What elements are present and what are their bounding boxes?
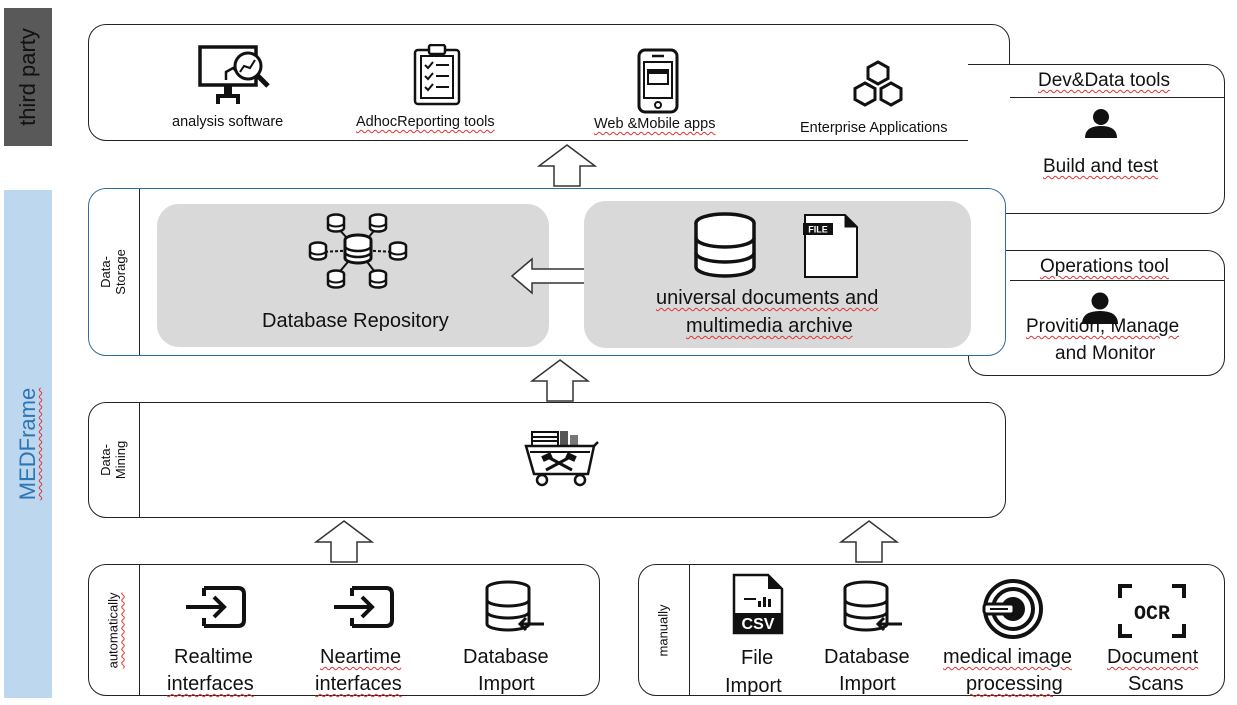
database-icon — [694, 212, 756, 278]
person-icon — [1082, 292, 1118, 324]
enterprise-applications-text: Enterprise Applications — [800, 120, 948, 136]
neartime-label-line1-text: Neartime — [320, 646, 402, 668]
up-arrow-manual — [838, 520, 900, 563]
manually-label-text: manually — [655, 603, 671, 657]
document-scans-line1-text: Document — [1107, 646, 1199, 668]
file-icon: FILE — [803, 214, 858, 278]
medical-image-line2-text: processing — [966, 673, 1063, 695]
data-storage-label-line1: Data- — [98, 256, 114, 288]
adhoc-reporting-text: AdhocReporting tools — [356, 114, 495, 130]
build-test-label: Build and test — [1043, 156, 1158, 178]
medical-image-line1: medical image — [943, 645, 1072, 669]
automatically-label-text: automatically — [105, 592, 121, 668]
csv-file-icon: CSV — [732, 573, 784, 635]
person-icon — [1085, 109, 1117, 138]
database-repository-panel — [157, 204, 549, 347]
archive-label-line1: universal documents and — [656, 286, 878, 310]
third-party-box — [88, 24, 1010, 141]
document-scans-line1: Document — [1107, 645, 1198, 669]
smartphone-icon — [637, 48, 679, 114]
file-import-line1: File — [741, 647, 774, 669]
up-arrow-automatic — [313, 520, 375, 563]
medframe-label: MEDFrame — [15, 387, 41, 501]
medical-scan-icon — [982, 579, 1043, 639]
data-mining-label-line1: Data- — [98, 444, 114, 476]
operations-tool-header-line — [1010, 280, 1225, 281]
build-test-text: Build and test — [1043, 156, 1159, 177]
database-import-auto-line2: Import — [478, 673, 535, 695]
database-import-icon — [485, 580, 544, 632]
data-storage-label-line2: Storage — [112, 249, 128, 295]
data-mining-label-line2: Mining — [112, 440, 128, 480]
mining-cart-icon — [524, 431, 599, 487]
neartime-label-line2: interfaces — [315, 672, 402, 696]
database-import-manual-line1: Database — [824, 646, 910, 668]
data-mining-label: Data-Mining — [89, 403, 139, 517]
archive-label-line2: multimedia archive — [686, 314, 853, 338]
automatically-label: automatically — [89, 565, 139, 695]
dev-data-tools-box — [968, 64, 1225, 214]
database-repository-label: Database Repository — [262, 310, 449, 332]
import-arrow-icon — [186, 586, 246, 628]
archive-label-line2-text: multimedia archive — [686, 315, 853, 337]
realtime-label-line2: interfaces — [167, 672, 254, 696]
web-mobile-text: Web &Mobile apps — [594, 116, 716, 132]
web-mobile-label: Web &Mobile apps — [594, 116, 715, 132]
database-import-icon — [843, 580, 902, 632]
monitor-label: and Monitor — [1055, 343, 1156, 364]
data-mining-box — [88, 402, 1006, 518]
medical-image-line1-text: medical image — [943, 646, 1072, 668]
medical-image-line2: processing — [966, 672, 1063, 696]
ocr-badge-text: OCR — [1134, 603, 1170, 626]
third-party-bar: third party — [4, 8, 52, 146]
archive-label-line1-text: universal documents and — [656, 287, 879, 309]
database-network-icon — [308, 213, 408, 289]
data-mining-divider — [139, 403, 140, 517]
adhoc-reporting-label: AdhocReporting tools — [356, 114, 495, 130]
operations-tool-title-text: Operations tool — [1040, 256, 1169, 277]
up-arrow-top — [536, 144, 598, 187]
database-import-manual-line2: Import — [839, 673, 896, 695]
up-arrow-middle — [529, 359, 591, 402]
file-import-line2: Import — [725, 675, 782, 697]
archive-panel — [584, 201, 971, 348]
csv-badge-text: CSV — [742, 616, 775, 633]
data-storage-divider — [139, 189, 140, 355]
realtime-label-line1: Realtime — [174, 646, 253, 668]
dev-data-tools-title-text: Dev&Data tools — [1038, 70, 1171, 91]
third-party-label: third party — [15, 28, 41, 126]
import-arrow-icon — [334, 586, 394, 628]
manually-divider — [689, 565, 690, 695]
file-badge-text: FILE — [808, 225, 828, 235]
hexagons-icon — [853, 60, 903, 107]
analysis-software-label: analysis software — [172, 114, 284, 130]
operations-tool-title: Operations tool — [1040, 256, 1169, 278]
neartime-label-line2-text: interfaces — [315, 673, 402, 695]
document-scans-line2: Scans — [1128, 673, 1184, 695]
medframe-bar: MEDFrame — [4, 190, 52, 698]
clipboard-checklist-icon — [413, 44, 461, 106]
database-import-auto-line1: Database — [463, 646, 549, 668]
enterprise-applications-label: Enterprise Applications — [800, 120, 948, 136]
automatically-divider — [139, 565, 140, 695]
dev-data-tools-header-line — [1010, 97, 1225, 98]
realtime-label-line2-text: interfaces — [167, 673, 254, 695]
ocr-icon: OCR — [1118, 584, 1186, 638]
manually-label: manually — [639, 565, 689, 695]
dev-data-tools-title: Dev&Data tools — [1038, 70, 1170, 92]
neartime-label-line1: Neartime — [320, 645, 401, 669]
data-storage-label: Data-Storage — [89, 189, 139, 355]
provition-text: Provition, Manage — [1026, 316, 1180, 337]
provition-label: Provition, Manage — [1026, 316, 1179, 338]
monitor-analysis-icon — [198, 45, 270, 104]
